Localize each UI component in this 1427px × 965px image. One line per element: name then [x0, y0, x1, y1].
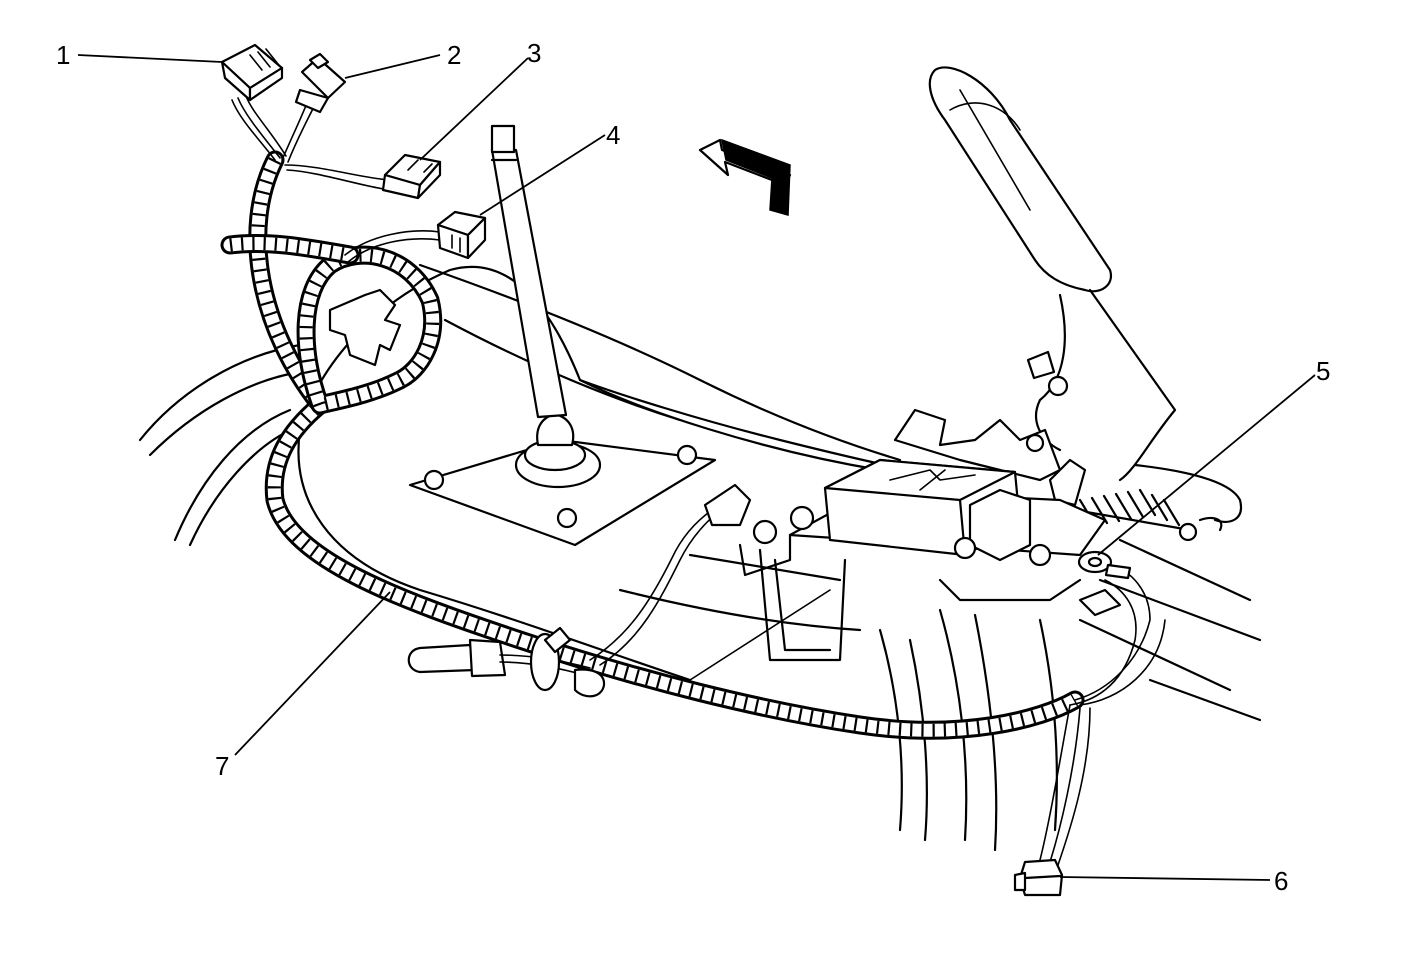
callout-4: 4: [606, 120, 620, 150]
callout-5: 5: [1316, 356, 1330, 386]
connector-3: [381, 153, 442, 200]
connector-6: [1013, 858, 1064, 897]
return-spring: [1073, 488, 1223, 542]
module-clip: [703, 483, 752, 527]
ground-terminal: [1077, 550, 1132, 617]
callout-2: 2: [447, 40, 461, 70]
control-module: [738, 458, 1107, 602]
parking-brake-lever: [893, 66, 1243, 542]
connector-4: [436, 210, 487, 260]
direction-arrow: [698, 138, 792, 216]
shift-lever: [490, 124, 568, 419]
bulb-socket: [407, 626, 606, 698]
leader-lines: [77, 54, 1316, 881]
connector-2: [294, 52, 347, 114]
wiring-harness: [220, 150, 1085, 740]
callout-7: 7: [215, 751, 229, 781]
connector-1: [220, 43, 284, 102]
wire-leads: [231, 94, 1166, 866]
console-body: [297, 265, 902, 682]
callout-1: 1: [56, 40, 70, 70]
callout-3: 3: [527, 38, 541, 68]
callout-6: 6: [1274, 866, 1288, 896]
